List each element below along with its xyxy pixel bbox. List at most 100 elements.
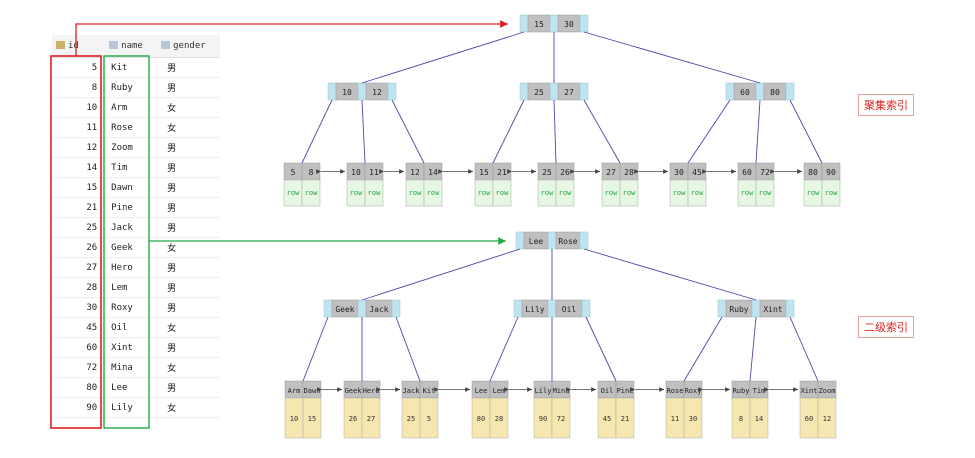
secondary-leaf-key-label: Pine bbox=[617, 387, 634, 395]
tree-edge bbox=[789, 99, 823, 164]
tree-edge bbox=[553, 99, 557, 164]
secondary-leaf-value-label: 15 bbox=[308, 415, 316, 423]
clustered-leaf-key-label: 45 bbox=[692, 168, 702, 177]
clustered-leaf-value-label: row bbox=[287, 189, 300, 197]
cell-name: Pine bbox=[105, 197, 158, 218]
cell-id: 90 bbox=[52, 397, 106, 418]
cell-name: Arm bbox=[105, 97, 158, 118]
secondary-leaf-key-label: Jack bbox=[403, 387, 421, 395]
column-header-gender[interactable]: gender bbox=[157, 35, 220, 58]
cell-id: 25 bbox=[52, 217, 106, 238]
cell-gender: 男 bbox=[157, 77, 220, 98]
secondary-internal-pointer-cell bbox=[581, 299, 591, 318]
secondary-internal-pointer-cell bbox=[717, 299, 727, 318]
clustered-leaf-value-cell bbox=[687, 179, 707, 207]
tree-edge bbox=[361, 31, 525, 84]
cell-id: 80 bbox=[52, 377, 106, 398]
secondary-internal-pointer-cell bbox=[323, 299, 333, 318]
tree-edge bbox=[492, 99, 525, 164]
cell-gender: 男 bbox=[157, 377, 220, 398]
cell-id: 11 bbox=[52, 117, 106, 138]
secondary-root-pointer-cell bbox=[579, 231, 589, 250]
cell-gender: 男 bbox=[157, 257, 220, 278]
secondary-leaf-key-label: Zoom bbox=[819, 387, 836, 395]
secondary-internal-key-label: Oil bbox=[562, 305, 577, 314]
secondary-leaf-value-label: 21 bbox=[621, 415, 629, 423]
column-header-id[interactable]: id bbox=[52, 35, 106, 58]
secondary-internal-key-label: Geek bbox=[335, 305, 354, 314]
secondary-leaf-key-label: Rose bbox=[667, 387, 684, 395]
secondary-internal-key-label: Ruby bbox=[729, 305, 748, 314]
cell-name: Jack bbox=[105, 217, 158, 238]
cell-gender: 男 bbox=[157, 137, 220, 158]
secondary-internal-pointer-cell bbox=[357, 299, 367, 318]
clustered-leaf-value-label: row bbox=[350, 189, 363, 197]
secondary-leaf-value-label: 5 bbox=[427, 415, 431, 423]
secondary-leaf-value-cell bbox=[615, 397, 635, 439]
tree-edge bbox=[687, 99, 731, 164]
tree-edge bbox=[583, 248, 757, 301]
clustered-leaf-value-cell bbox=[423, 179, 443, 207]
cell-id: 45 bbox=[52, 317, 106, 338]
clustered-root-pointer-cell bbox=[579, 14, 589, 33]
secondary-leaf-value-cell bbox=[683, 397, 703, 439]
clustered-leaf-key-label: 30 bbox=[674, 168, 684, 177]
cell-name: Tim bbox=[105, 157, 158, 178]
clustered-leaf-key-label: 72 bbox=[760, 168, 770, 177]
clustered-leaf-value-label: row bbox=[368, 189, 381, 197]
clustered-internal-key-label: 60 bbox=[740, 88, 750, 97]
cell-name: Hero bbox=[105, 257, 158, 278]
tree-edge bbox=[395, 316, 421, 382]
cell-gender: 女 bbox=[157, 397, 220, 418]
clustered-leaf-value-label: row bbox=[305, 189, 318, 197]
clustered-leaf-key-label: 60 bbox=[742, 168, 752, 177]
cell-gender: 男 bbox=[157, 277, 220, 298]
tree-edge bbox=[361, 248, 521, 301]
clustered-internal-pointer-cell bbox=[357, 82, 367, 101]
clustered-leaf-key-label: 5 bbox=[291, 168, 296, 177]
cell-name: Oil bbox=[105, 317, 158, 338]
clustered-root-key-label: 15 bbox=[534, 20, 544, 29]
tree-edge bbox=[489, 316, 519, 382]
cell-id: 30 bbox=[52, 297, 106, 318]
clustered-leaf-value-cell bbox=[821, 179, 841, 207]
secondary-internal-key-label: Lily bbox=[525, 305, 544, 314]
clustered-leaf-value-label: row bbox=[605, 189, 618, 197]
tree-edge bbox=[749, 316, 757, 382]
clustered-leaf-value-cell bbox=[364, 179, 384, 207]
secondary-leaf-value-cell bbox=[361, 397, 381, 439]
secondary-leaf-key-label: Oil bbox=[601, 387, 614, 395]
clustered-leaf-key-label: 90 bbox=[826, 168, 836, 177]
clustered-leaf-key-label: 11 bbox=[369, 168, 379, 177]
clustered-leaf-value-label: row bbox=[541, 189, 554, 197]
tree-edge bbox=[683, 316, 723, 382]
clustered-internal-pointer-cell bbox=[579, 82, 589, 101]
cell-gender: 女 bbox=[157, 357, 220, 378]
cell-name: Kit bbox=[105, 57, 158, 78]
clustered-internal-pointer-cell bbox=[327, 82, 337, 101]
secondary-leaf-key-label: Tim bbox=[753, 387, 766, 395]
name-column-highlight bbox=[103, 55, 150, 429]
column-header-name[interactable]: name bbox=[105, 35, 158, 58]
clustered-leaf-value-label: row bbox=[623, 189, 636, 197]
